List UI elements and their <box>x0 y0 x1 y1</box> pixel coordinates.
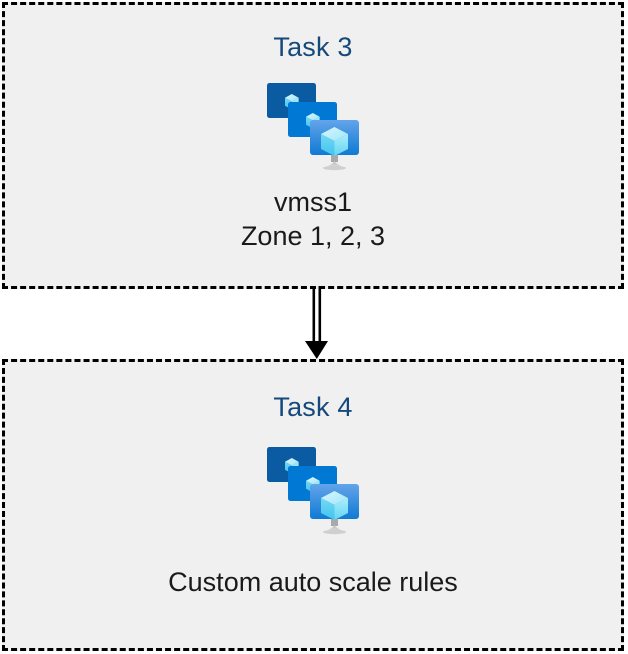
caption-line: Custom auto scale rules <box>168 567 458 597</box>
down-arrow-icon <box>305 286 328 359</box>
azure-vm-scale-set-icon <box>267 83 359 171</box>
azure-vm-scale-set-icon <box>267 447 359 535</box>
task-box-caption: Custom auto scale rules <box>168 565 458 599</box>
caption-line: Zone 1, 2, 3 <box>240 221 386 251</box>
task-box-task-3: Task 3 <box>2 2 624 289</box>
caption-line: vmss1 <box>273 187 352 217</box>
task-box-caption: vmss1 Zone 1, 2, 3 <box>241 185 385 253</box>
task-box-title: Task 3 <box>273 32 353 62</box>
task-box-title: Task 4 <box>273 392 353 422</box>
task-box-task-4: Task 4 <box>2 359 624 651</box>
